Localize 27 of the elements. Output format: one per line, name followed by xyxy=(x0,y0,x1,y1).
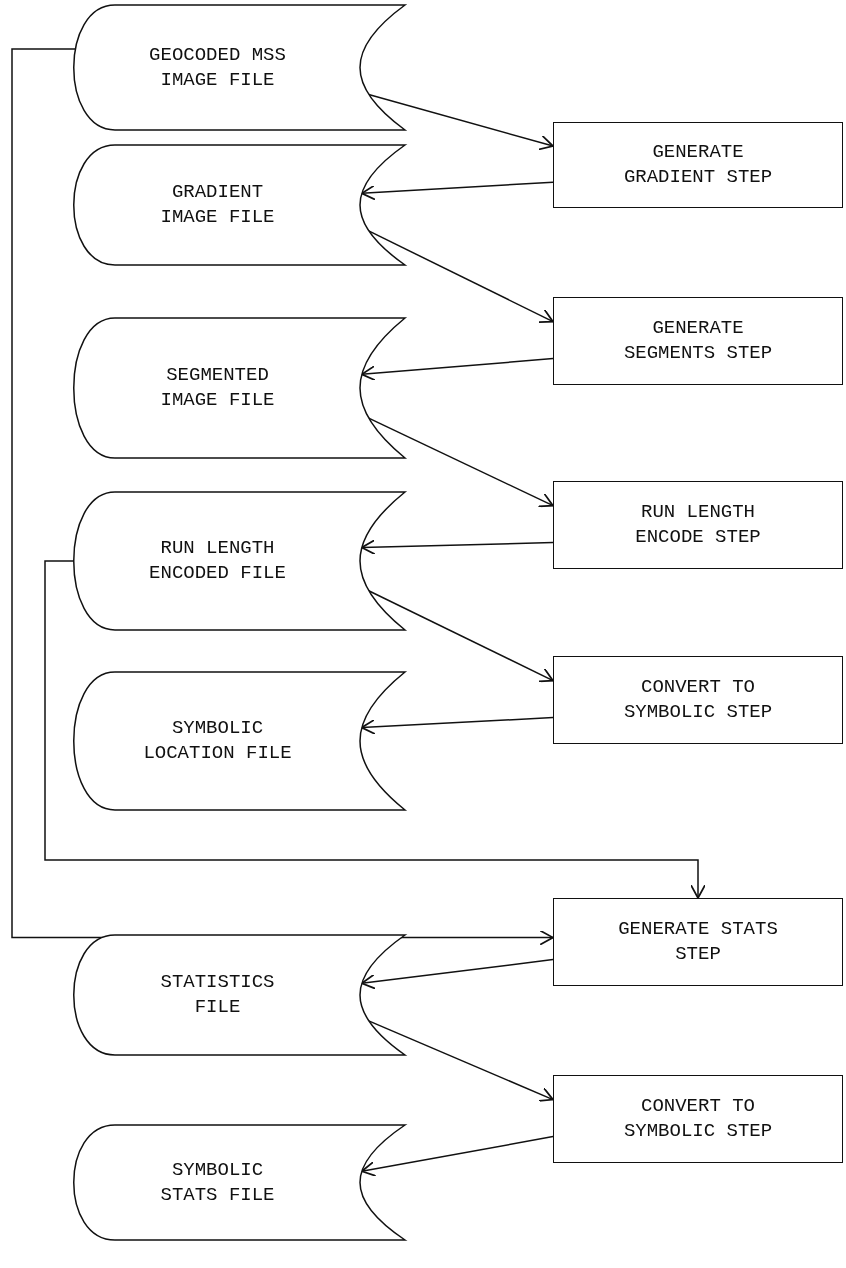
node-label: GRADIENT IMAGE FILE xyxy=(159,180,276,230)
file-symbol xyxy=(70,935,405,1055)
node-label: GEOCODED MSS IMAGE FILE xyxy=(148,42,287,93)
process-box xyxy=(553,656,843,744)
file-symbol xyxy=(70,318,405,458)
file-symbol xyxy=(70,145,405,265)
process-box xyxy=(553,1075,843,1163)
file-symbol xyxy=(70,672,405,810)
node-label: RUN LENGTH ENCODED FILE xyxy=(148,536,287,586)
node-label: SEGMENTED IMAGE FILE xyxy=(159,363,276,413)
node-label: SYMBOLIC STATS FILE xyxy=(159,1157,276,1208)
node-label: CONVERT TO SYMBOLIC STEP xyxy=(622,675,774,725)
node-label: STATISTICS FILE xyxy=(159,970,276,1020)
process-box xyxy=(553,898,843,986)
process-box xyxy=(553,481,843,569)
node-label: GENERATE SEGMENTS STEP xyxy=(622,316,774,366)
arrow xyxy=(44,560,706,899)
file-symbol xyxy=(70,5,405,130)
node-label: SYMBOLIC LOCATION FILE xyxy=(142,716,293,766)
node-label: GENERATE GRADIENT STEP xyxy=(622,140,774,190)
node-label: RUN LENGTH ENCODE STEP xyxy=(634,500,762,550)
file-symbol xyxy=(70,492,405,630)
file-symbol xyxy=(70,1125,405,1240)
node-label: CONVERT TO SYMBOLIC STEP xyxy=(622,1094,774,1144)
node-label: GENERATE STATS STEP xyxy=(618,917,778,967)
process-box xyxy=(553,297,843,385)
process-box xyxy=(553,122,843,208)
